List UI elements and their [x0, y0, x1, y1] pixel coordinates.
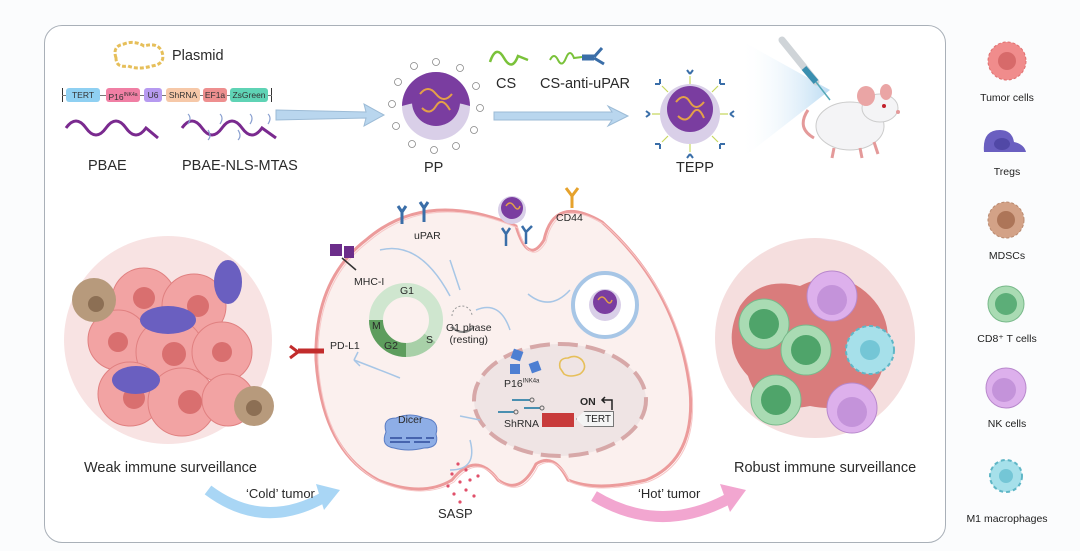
construct-segment-u6: U6	[144, 88, 162, 102]
arrow-to-tepp	[493, 104, 630, 128]
pp-label: PP	[424, 160, 444, 176]
tepp-binding-icon	[498, 196, 533, 246]
p16-label: P16INK4a	[504, 378, 540, 390]
construct-segment-tert: TERT	[66, 88, 100, 102]
legend-tregs-label: Tregs	[993, 166, 1021, 178]
cold-tumor-cluster	[64, 236, 274, 444]
mhc-i-receptor-icon	[330, 244, 357, 271]
tert-promoter-arrow: TERT	[576, 411, 614, 427]
pbae-nls-mtas-label: PBAE-NLS-MTAS	[182, 158, 298, 174]
upar-label: uPAR	[414, 230, 441, 242]
promoter-arrow-icon	[600, 396, 613, 410]
cycle-phase-g1: G1	[400, 285, 415, 297]
cs-anti-upar-label: CS-anti-uPAR	[540, 76, 630, 92]
weak-immune-surveillance-label: Weak immune surveillance	[84, 460, 257, 476]
hot-tumor-cluster	[715, 238, 915, 438]
legend-cd8-t-cells-label: CD8⁺ T cells	[977, 333, 1037, 345]
legend-tumor-cells-label: Tumor cells	[980, 92, 1034, 104]
tepp-label: TEPP	[676, 160, 714, 176]
tert-gene-block	[542, 413, 574, 427]
cs-anti-upar-icon	[549, 47, 605, 66]
cell-signaling-arrows	[353, 247, 571, 471]
pbae-label: PBAE	[88, 158, 127, 174]
shrna-icon	[498, 397, 545, 415]
endosome-tepp	[571, 271, 639, 339]
legend-nk-cells-label: NK cells	[987, 418, 1027, 430]
plasmid-construct: TERT P16INK4a U6 ShRNA EF1a ZsGreen	[62, 88, 272, 102]
cd44-label: CD44	[556, 212, 583, 224]
construct-segment-zsgreen: ZsGreen	[230, 88, 268, 102]
pd-l1-receptor-icon	[289, 344, 324, 360]
mouse-icon	[801, 84, 900, 159]
robust-immune-surveillance-label: Robust immune surveillance	[734, 460, 917, 476]
g1-arrest-icon	[451, 305, 475, 333]
arrow-to-pp	[275, 103, 386, 127]
cs-label: CS	[496, 76, 517, 92]
hot-tumor-label: ‘Hot’ tumor	[638, 486, 701, 501]
cold-tumor-arrow	[204, 484, 340, 518]
legend-treg-icon	[983, 130, 1026, 152]
p16-protein-icon	[510, 348, 542, 374]
sasp-label: SASP	[438, 506, 473, 521]
legend-m1-macrophages-label: M1 macrophages	[966, 513, 1048, 525]
legend-mdsc-icon	[987, 201, 1025, 239]
pd-l1-label: PD-L1	[330, 340, 360, 352]
dicer-icon	[383, 414, 438, 451]
legend-tumor-cell-icon	[987, 41, 1027, 81]
pbae-polymer-icon	[64, 119, 159, 140]
on-label: ON	[580, 396, 596, 408]
legend-mdscs-label: MDSCs	[988, 250, 1026, 262]
construct-segment-ef1a: EF1a	[203, 88, 227, 102]
plasmid-label: Plasmid	[172, 48, 224, 64]
upar-receptor-icon	[396, 201, 430, 224]
syringe-icon	[778, 36, 831, 101]
legend-nk-cell-icon	[985, 367, 1027, 409]
cycle-phase-s: S	[426, 334, 434, 346]
shrna-label: ShRNA	[504, 418, 540, 430]
cs-icon	[488, 50, 529, 66]
sasp-particles	[446, 462, 480, 504]
cd44-receptor-icon	[564, 187, 580, 208]
cell-cycle-ring	[369, 283, 443, 357]
g1-phase-label: G1 phase(resting)	[446, 322, 492, 346]
dicer-label: Dicer	[398, 414, 423, 426]
cold-tumor-label: ‘Cold’ tumor	[246, 486, 315, 501]
legend-cd8-t-cell-icon	[987, 285, 1025, 323]
mhc-i-label: MHC-I	[354, 276, 385, 288]
cycle-phase-g2: G2	[384, 340, 399, 352]
hot-tumor-arrow	[591, 484, 746, 522]
injection-light-cone	[740, 40, 830, 160]
legend-m1-macrophage-icon	[989, 459, 1023, 493]
construct-segment-p16: P16INK4a	[106, 88, 140, 102]
cycle-phase-m: M	[372, 320, 381, 332]
pp-nanoparticle	[388, 58, 484, 154]
construct-segment-shrna: ShRNA	[166, 88, 200, 102]
plasmid-icon	[113, 40, 165, 70]
plasmid-in-nucleus-icon	[558, 355, 586, 377]
pbae-nls-mtas-polymer-icon	[180, 113, 277, 141]
tepp-nanoparticle	[645, 69, 735, 159]
